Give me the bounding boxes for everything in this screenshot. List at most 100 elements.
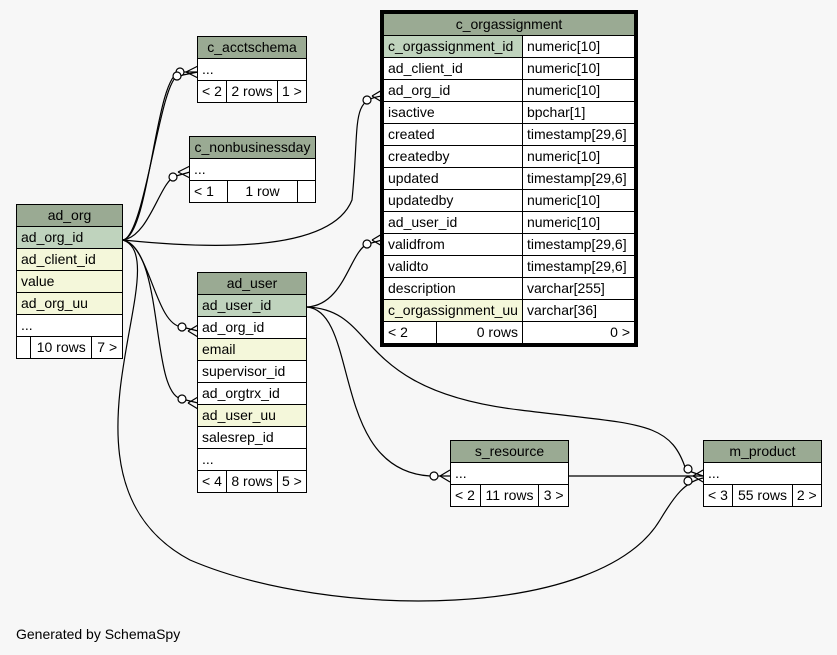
table-header[interactable]: c_nonbusinessday xyxy=(189,136,316,159)
column-created: created xyxy=(383,123,523,146)
table-s_resource[interactable]: s_resource ... < 2 11 rows 3 > xyxy=(450,440,569,507)
crowfoot-icon xyxy=(371,233,383,247)
table-header[interactable]: s_resource xyxy=(450,440,569,463)
edge-ad_org-c_acctschema xyxy=(122,71,198,241)
edge-ad_org-ad_user-orgtrx xyxy=(122,239,199,404)
edge-end-circle xyxy=(429,471,439,481)
table-c_nonbusinessday[interactable]: c_nonbusinessday ... < 1 1 row xyxy=(189,136,316,203)
edge-ad_org-c_orgassignment xyxy=(122,95,383,247)
column-type: varchar[36] xyxy=(521,299,636,322)
column-type: numeric[10] xyxy=(521,211,636,234)
crowfoot-icon xyxy=(185,65,199,79)
crowfoot-icon xyxy=(177,165,191,179)
footer-parents[interactable]: < 2 xyxy=(196,80,228,103)
footer-children[interactable]: 5 > xyxy=(276,470,308,493)
column-type: timestamp[29,6] xyxy=(521,255,636,278)
column-value: value xyxy=(16,270,123,293)
column-type: numeric[10] xyxy=(521,79,636,102)
column-c_orgassignment_uu: c_orgassignment_uu xyxy=(383,299,523,322)
column-more: ... xyxy=(16,314,123,337)
edge-end-circle xyxy=(168,172,178,182)
edge-end-circle xyxy=(683,464,693,474)
column-type: numeric[10] xyxy=(521,189,636,212)
footer-parents[interactable]: < 3 xyxy=(702,484,734,507)
table-header[interactable]: c_orgassignment xyxy=(383,13,635,36)
edge-end-circle xyxy=(362,239,372,249)
column-ad_org_id: ad_org_id xyxy=(197,316,307,339)
crowfoot-icon xyxy=(439,469,451,483)
footer-rows: 10 rows xyxy=(29,336,93,359)
edge-ad_org-m_product xyxy=(117,239,704,602)
footer-rows: 11 rows xyxy=(479,484,540,507)
column-ad_user_id: ad_user_id xyxy=(197,294,307,317)
table-ad_user[interactable]: ad_user ad_user_id ad_org_id email super… xyxy=(196,272,308,493)
column-isactive: isactive xyxy=(383,101,523,124)
table-header[interactable]: c_acctschema xyxy=(197,36,307,59)
edge-end-circle xyxy=(177,322,187,332)
table-header[interactable]: m_product xyxy=(703,440,822,463)
column-ad_client_id: ad_client_id xyxy=(383,57,523,80)
footer-rows: 2 rows xyxy=(226,80,278,103)
column-type: numeric[10] xyxy=(521,57,636,80)
footer-parents[interactable]: < 1 xyxy=(189,180,228,203)
footer-children[interactable]: 7 > xyxy=(91,336,123,359)
column-description: description xyxy=(383,277,523,300)
column-more: ... xyxy=(703,462,822,485)
footer-rows: 0 rows xyxy=(436,321,523,344)
column-createdby: createdby xyxy=(383,145,523,168)
footer-parents[interactable]: < 4 xyxy=(196,470,228,493)
table-header[interactable]: ad_org xyxy=(16,204,123,227)
column-email: email xyxy=(197,338,307,361)
column-ad_user_id: ad_user_id xyxy=(383,211,523,234)
column-ad_orgtrx_id: ad_orgtrx_id xyxy=(197,382,307,405)
footer-parents[interactable]: < 2 xyxy=(382,321,438,344)
column-type: timestamp[29,6] xyxy=(521,123,636,146)
crowfoot-icon xyxy=(187,396,199,410)
column-c_orgassignment_id: c_orgassignment_id xyxy=(383,35,523,58)
generated-by-label: Generated by SchemaSpy xyxy=(16,626,181,642)
edge-end-circle xyxy=(362,95,372,105)
edge-ad_user-c_orgassignment xyxy=(306,239,383,308)
column-more: ... xyxy=(197,58,307,81)
table-c_acctschema[interactable]: c_acctschema ... < 2 2 rows 1 > xyxy=(196,36,308,103)
column-ad_org_id: ad_org_id xyxy=(383,79,523,102)
edge-ad_user-s_resource xyxy=(306,306,450,477)
column-updated: updated xyxy=(383,167,523,190)
footer-children[interactable]: 0 > xyxy=(521,321,636,344)
column-type: timestamp[29,6] xyxy=(521,233,636,256)
footer-rows: 55 rows xyxy=(732,484,793,507)
column-more: ... xyxy=(450,462,569,485)
footer-rows: 1 row xyxy=(227,180,298,203)
footer-parents[interactable]: < 2 xyxy=(450,484,481,507)
column-updatedby: updatedby xyxy=(383,189,523,212)
edge-ad_org-ad_user xyxy=(122,239,199,332)
footer-children xyxy=(297,180,316,203)
column-ad_user_uu: ad_user_uu xyxy=(197,404,307,427)
table-ad_org[interactable]: ad_org ad_org_id ad_client_id value ad_o… xyxy=(16,204,123,359)
column-more: ... xyxy=(189,158,316,181)
column-supervisor_id: supervisor_id xyxy=(197,360,307,383)
column-ad_client_id: ad_client_id xyxy=(16,248,123,271)
column-type: numeric[10] xyxy=(521,35,636,58)
table-m_product[interactable]: m_product ... < 3 55 rows 2 > xyxy=(702,440,823,507)
crowfoot-icon xyxy=(371,89,383,103)
column-type: numeric[10] xyxy=(521,145,636,168)
crowfoot-icon xyxy=(187,324,199,338)
footer-children[interactable]: 2 > xyxy=(791,484,823,507)
column-validfrom: validfrom xyxy=(383,233,523,256)
edge-end-circle xyxy=(683,476,693,486)
column-ad_org_id: ad_org_id xyxy=(16,226,123,249)
column-type: varchar[255] xyxy=(521,277,636,300)
footer-children[interactable]: 1 > xyxy=(276,80,308,103)
column-validto: validto xyxy=(383,255,523,278)
column-type: timestamp[29,6] xyxy=(521,167,636,190)
edge-ad_user-m_product xyxy=(306,306,704,477)
footer-rows: 8 rows xyxy=(226,470,278,493)
edge-end-circle xyxy=(177,394,187,404)
table-header[interactable]: ad_user xyxy=(197,272,307,295)
footer-children[interactable]: 3 > xyxy=(538,484,569,507)
column-more: ... xyxy=(197,448,307,471)
column-type: bpchar[1] xyxy=(521,101,636,124)
